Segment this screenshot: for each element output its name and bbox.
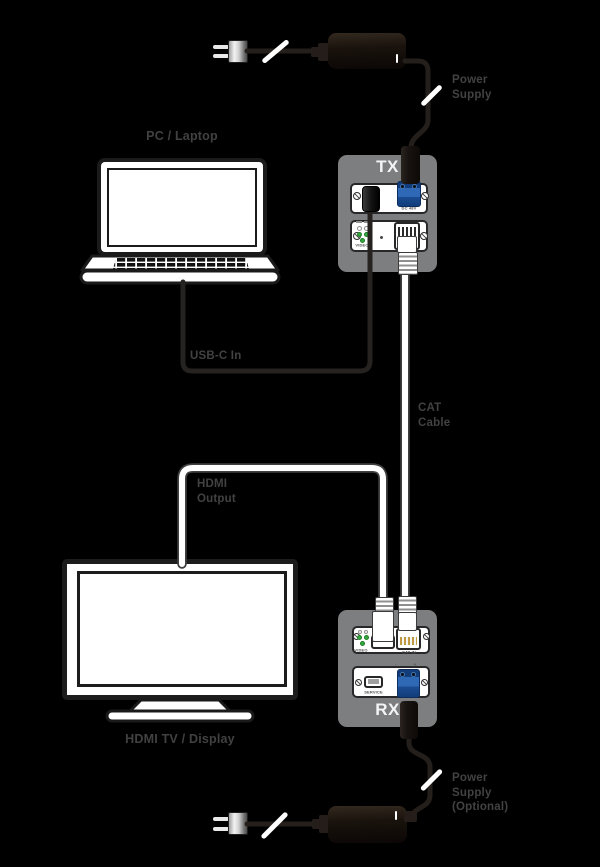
led-indicator [357,232,362,237]
ac-plug-prong-icon [213,54,229,58]
hdmi-cable-outline [177,463,388,607]
screw-icon [421,192,429,200]
rx-dc-plug-icon [400,701,418,739]
led-indicator [357,226,362,231]
terminal-screw-icon [400,184,405,189]
reset-pinhole-icon [380,236,383,239]
hdmi-plug-icon [372,611,394,642]
hdmi-output-label: HDMI Output [197,478,236,505]
power-supply-optional-label: Power Supply (Optional) [452,772,509,814]
rx-cat-label: CAT IN [402,650,416,655]
led-indicator [364,635,369,640]
laptop-screen-inner [107,168,257,247]
usb-c-plug-icon [362,186,380,212]
rx-power-cord [406,729,433,821]
rx-video-label: VIDEO [354,648,368,653]
led-caption-decor [356,221,362,223]
adapter-output-nub-icon [404,811,417,822]
usb-c-in-label: USB-C In [190,350,242,362]
power-adapter-icon [328,806,407,843]
ac-plug-prong-icon [213,45,229,49]
pc-laptop-label: PC / Laptop [146,129,218,143]
rx-service-label: SERVICE [364,690,383,695]
led-indicator [357,635,362,640]
ac-plug-prong-icon [213,817,229,821]
tx-rj45-plug-icon [397,236,417,253]
adapter-input-nub-icon [311,47,320,57]
adapter-led-slot-icon [396,54,398,63]
rx-unit-name: RX [375,700,400,719]
led-indicator [364,630,368,634]
rx-dc-plus-label: + [413,662,417,667]
rx-dc-minus-label: - [395,662,397,667]
tx-cat-strain-relief-icon [398,252,418,275]
usb-port-tongue-icon [368,679,379,684]
laptop-base-icon [79,254,281,285]
rj45-pins-icon [398,227,416,236]
screw-icon [420,232,428,240]
hdmi-tv-display-label: HDMI TV / Display [125,732,235,746]
power-adapter-icon [328,33,406,69]
cat-cable-label: CAT Cable [418,402,451,429]
rx-rj45-plug-icon [398,612,417,631]
terminal-screw-icon [400,672,405,677]
tv-screen [77,571,287,687]
screw-icon [421,679,428,686]
terminal-screw-icon [412,184,417,189]
tx-video-label: VIDEO [355,243,369,248]
adapter-input-nub-icon [318,43,330,61]
led-indicator [358,630,362,634]
led-indicator [360,641,365,646]
tv-stand-icon [105,698,255,723]
tx-dc-port-label: DC 48V [401,206,417,211]
ac-plug-prong-icon [213,827,229,831]
screw-icon [423,633,430,640]
rj45-pins-icon [400,637,417,645]
led-indicator [360,238,365,243]
tx-unit-name: TX [376,157,399,176]
adapter-led-slot-icon [395,811,397,820]
usb-c-cable [180,201,373,374]
screw-icon [353,192,361,200]
tx-dc-plug-icon [401,146,420,184]
hdmi-cable [179,465,386,605]
screw-icon [355,679,362,686]
power-supply-label: Power Supply [452,74,492,101]
terminal-screw-icon [411,672,416,677]
